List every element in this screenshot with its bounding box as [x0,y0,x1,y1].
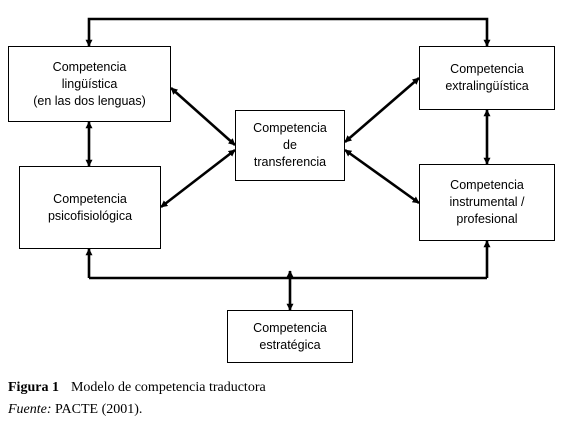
figure-title: Modelo de competencia traductora [70,380,266,395]
box-competencia-instrumental: Competencia instrumental / profesional [419,164,555,241]
box-transferencia-line-3: transferencia [253,155,327,169]
box-transferencia-line-2: de [283,138,297,152]
source-label: Fuente: [8,402,52,417]
box-estrategica-line-2: estratégica [259,337,321,352]
box-psicofisiologica-line-1: Competencia [53,191,127,206]
figure-label: Figura 1 [8,380,59,395]
box-competencia-extralinguistica: Competencia extralingüística [419,46,555,110]
box-instrumental-line-1: Competencia [450,178,524,192]
box-transferencia-line-1: Competencia [253,121,327,135]
source-text: PACTE (2001). [51,402,143,417]
box-linguistica-line-1: Competencia [52,59,127,74]
box-instrumental-line-2: instrumental / [449,195,525,209]
box-linguistica-line-3: (en las dos lenguas) [33,93,146,108]
figure-caption: Figura 1 Modelo de competencia traductora [8,380,266,396]
connector-diagram [85,17,491,311]
box-competencia-estrategica: Competencia estratégica [227,310,353,363]
diagonal-arrow-psicofisiologica-transferencia [160,148,236,209]
diagonal-arrow-linguistica-transferencia [170,87,236,146]
diagonal-arrow-transferencia-instrumental [344,148,420,205]
box-psicofisiologica-line-2: psicofisiológica [47,208,133,223]
box-linguistica-line-2: lingüística [61,76,118,91]
box-competencia-transferencia: Competencia de transferencia [235,110,345,181]
figure-source: Fuente: PACTE (2001). [8,402,142,418]
box-competencia-linguistica: Competencia lingüística (en las dos leng… [8,46,171,122]
top-connector-arrow [85,17,491,47]
diagonal-arrow-transferencia-extralinguistica [344,77,420,143]
box-instrumental-line-3: profesional [456,212,518,226]
box-extralinguistica-line-2: extralingüística [445,79,529,93]
box-competencia-psicofisiologica: Competencia psicofisiológica [19,166,161,249]
box-estrategica-line-1: Competencia [253,320,327,335]
box-extralinguistica-line-1: Competencia [450,62,524,76]
